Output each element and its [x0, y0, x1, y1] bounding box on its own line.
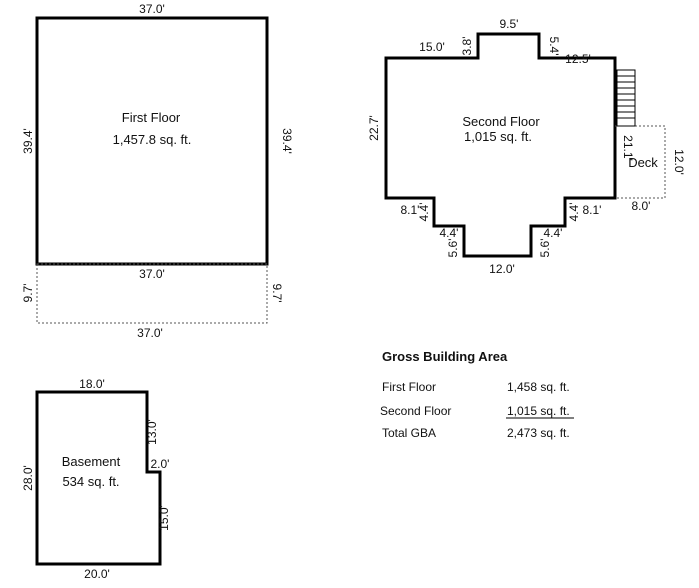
- first-floor-dim-top: 37.0': [139, 2, 165, 16]
- first-floor-dim-left: 39.4': [21, 128, 35, 154]
- gba-row-label: Total GBA: [382, 426, 436, 440]
- second-floor-dim-notch-left: 3.8': [460, 37, 474, 56]
- basement-outline: [35, 390, 162, 566]
- second-floor-dim-bottom: 12.0': [489, 262, 515, 276]
- deck-outline: [615, 125, 666, 199]
- first-floor-name: First Floor: [122, 110, 181, 125]
- basement-name: Basement: [62, 454, 121, 469]
- first-floor-ext-right: 9.7': [270, 284, 284, 303]
- second-floor-dim-left: 22.7': [367, 115, 381, 141]
- gba-row-value: 1,015 sq. ft.: [507, 404, 570, 418]
- basement-dim-right-upper: 13.0': [145, 419, 159, 445]
- first-floor-plan: 37.0' 39.4' 39.4' 37.0' 9.7' 9.7' 37.0' …: [21, 2, 294, 340]
- first-floor-dim-bottom: 37.0': [139, 267, 165, 281]
- gba-title: Gross Building Area: [382, 349, 508, 364]
- first-floor-ext-left: 9.7': [21, 284, 35, 303]
- second-floor-dim-lower-right-v: 4.4': [567, 203, 581, 222]
- basement-dim-step: 2.0': [151, 457, 170, 471]
- basement-area: 534 sq. ft.: [62, 474, 119, 489]
- second-floor-name: Second Floor: [462, 114, 540, 129]
- second-floor-dim-lower-left-inner: 4.4': [440, 226, 459, 240]
- second-floor-outline: [384, 32, 617, 258]
- second-floor-dim-lower-right-inner: 4.4': [544, 226, 563, 240]
- deck-dim-bottom: 8.0': [632, 199, 651, 213]
- gba-row-label: Second Floor: [380, 404, 451, 418]
- gba-row-value: 2,473 sq. ft.: [507, 426, 570, 440]
- first-floor-outline: [35, 16, 269, 266]
- first-floor-area: 1,457.8 sq. ft.: [113, 132, 192, 147]
- basement-dim-left: 28.0': [21, 465, 35, 491]
- deck-dim-right: 12.0': [672, 149, 686, 175]
- second-floor-dim-lower-left-v: 4.4': [417, 203, 431, 222]
- second-floor-dim-bottom-right-v: 5.6': [538, 239, 552, 258]
- second-floor-dim-notch-right: 5.4': [547, 37, 561, 56]
- gba-row-value: 1,458 sq. ft.: [507, 380, 570, 394]
- gba-row-label: First Floor: [382, 380, 436, 394]
- second-floor-dim-top-left: 15.0': [419, 40, 445, 54]
- basement-dim-top: 18.0': [79, 377, 105, 391]
- second-floor-dim-bottom-left-v: 5.6': [446, 239, 460, 258]
- gba-table: Gross Building Area First Floor 1,458 sq…: [380, 349, 574, 440]
- first-floor-extension-outline: [36, 263, 268, 324]
- basement-dim-right-lower: 15.0': [157, 505, 171, 531]
- deck-name: Deck: [628, 155, 658, 170]
- second-floor-plan: 15.0' 3.8' 9.5' 5.4' 12.5' 22.7' 21.1' 8…: [367, 17, 686, 276]
- stair-graphic: [616, 69, 636, 127]
- basement-plan: 18.0' 28.0' 13.0' 2.0' 15.0' 20.0' Basem…: [21, 377, 171, 581]
- second-floor-dim-top-center: 9.5': [500, 17, 519, 31]
- second-floor-dim-right: 21.1': [621, 135, 635, 161]
- second-floor-area: 1,015 sq. ft.: [464, 129, 532, 144]
- first-floor-ext-bottom: 37.0': [137, 326, 163, 340]
- second-floor-dim-lower-right-h: 8.1': [583, 203, 602, 217]
- basement-dim-bottom: 20.0': [84, 567, 110, 581]
- first-floor-dim-right: 39.4': [280, 128, 294, 154]
- second-floor-dim-lower-left-h: 8.1': [401, 203, 420, 217]
- second-floor-dim-top-right: 12.5': [565, 52, 591, 66]
